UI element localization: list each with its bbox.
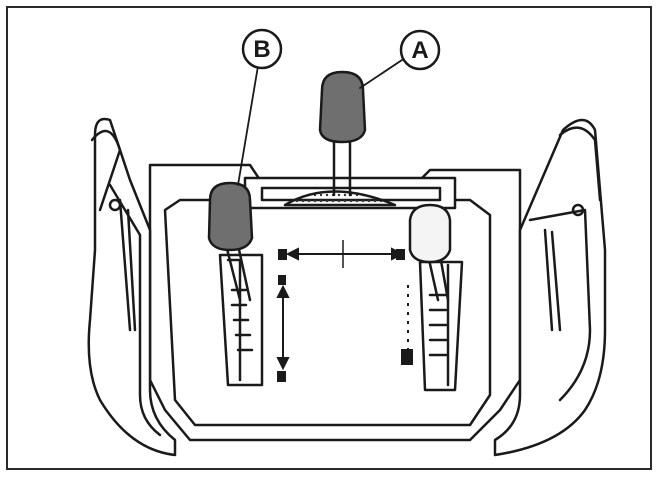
callout-b-leader <box>237 65 259 186</box>
direction-indicators <box>276 240 413 382</box>
callout-a: A <box>399 29 441 71</box>
lever-b <box>207 181 254 302</box>
callout-a-leader <box>359 57 406 89</box>
lever-b-slot <box>218 253 264 387</box>
callout-b: B <box>241 28 283 70</box>
callout-a-label: A <box>411 37 428 64</box>
right-lever-slot <box>418 260 464 392</box>
lever-a <box>318 70 367 197</box>
left-handle <box>87 117 177 457</box>
right-handle <box>493 118 607 457</box>
callout-b-label: B <box>253 36 270 63</box>
figure-border <box>6 6 652 470</box>
right-lever <box>408 203 452 302</box>
